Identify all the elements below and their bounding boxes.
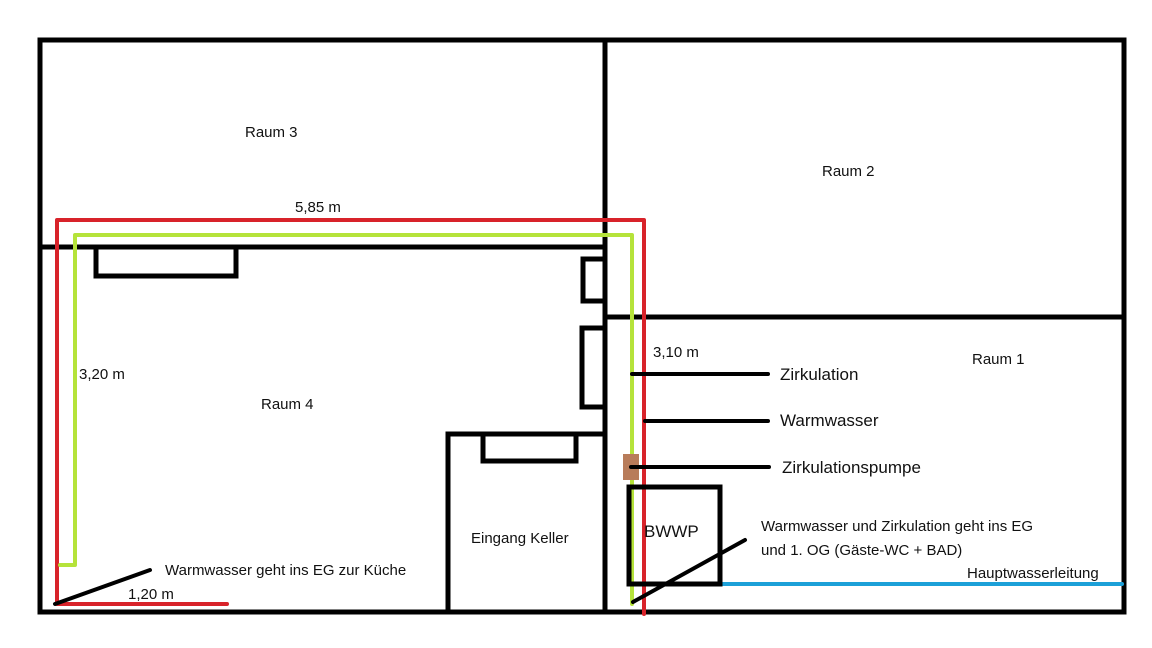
bwwp-unit <box>626 484 723 587</box>
dimension-top-run: 5,85 m <box>295 199 341 216</box>
raum4-nook-upper <box>580 256 608 304</box>
walls <box>37 37 1127 615</box>
room-label-eingang-keller: Eingang Keller <box>471 530 569 547</box>
dimension-left-run: 3,20 m <box>79 366 125 383</box>
eingang-keller-niche <box>480 431 579 464</box>
outer-wall <box>37 37 1127 615</box>
bwwp-label: BWWP <box>644 522 699 541</box>
legend-zirkulation: Zirkulation <box>780 365 858 384</box>
annotation-kueche: Warmwasser geht ins EG zur Küche <box>165 562 406 579</box>
annotation-hauptwasserleitung: Hauptwasserleitung <box>967 565 1099 582</box>
eingang-keller-wall <box>445 431 608 615</box>
room-label-raum2: Raum 2 <box>822 163 875 180</box>
warmwasser-pipe <box>55 218 646 616</box>
leader-eg-og <box>631 538 747 604</box>
legend-zirkulationspumpe: Zirkulationspumpe <box>782 458 921 477</box>
dimension-bottom-run: 1,20 m <box>128 586 174 603</box>
annotation-eg-og-line1: Warmwasser und Zirkulation geht ins EG <box>761 518 1033 535</box>
room-label-raum4: Raum 4 <box>261 396 314 413</box>
raum4-niche-top <box>93 244 239 279</box>
annotation-eg-og-line2: und 1. OG (Gäste-WC + BAD) <box>761 542 962 559</box>
room-label-raum3: Raum 3 <box>245 124 298 141</box>
legend-warmwasser: Warmwasser <box>780 411 879 430</box>
pipes <box>55 218 1124 616</box>
room-label-raum1: Raum 1 <box>972 351 1025 368</box>
zirkulation-pipe <box>58 233 634 606</box>
raum4-nook-lower <box>579 325 608 410</box>
dimension-riser-run: 3,10 m <box>653 344 699 361</box>
leader-lines <box>53 372 771 606</box>
leader-kueche <box>53 568 152 606</box>
